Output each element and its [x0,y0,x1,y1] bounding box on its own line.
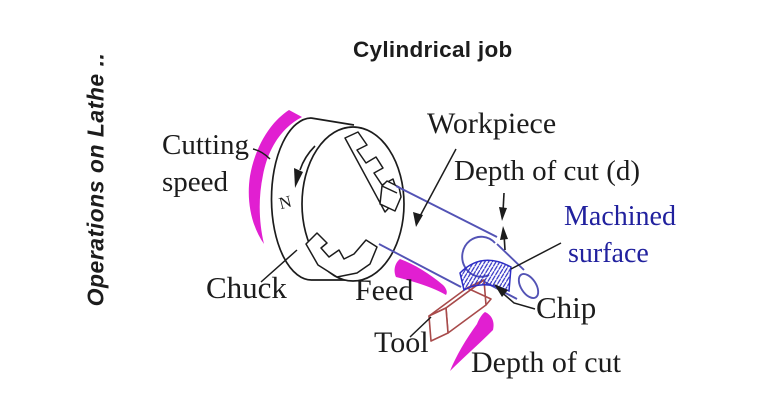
feed-arrow [394,259,447,295]
cutting-speed-arrow [248,110,302,244]
label-chuck: Chuck [206,270,287,305]
label-depth-of-cut-d: Depth of cut (d) [454,155,641,187]
chip-hatch [459,259,512,293]
machined-line2: surface [568,238,649,269]
operations-on-lathe-label: Operations on Lathe .. [82,52,109,307]
machined-line1: Machined [564,201,676,232]
spindle-speed-label: N [277,192,294,213]
chuck-leader [260,249,298,283]
chuck-jaws [305,131,402,278]
chuck-jaw-bottom [305,232,378,278]
cutting-speed-line2: speed [162,166,229,198]
machined-cylinder-end [517,273,540,299]
label-feed: Feed [355,274,414,307]
tool-bit [428,279,492,342]
label-tool: Tool [374,326,429,359]
chuck-jaw-right [379,180,402,212]
machined-surface-leader [510,242,562,270]
depth-dimension-arrows [499,192,508,251]
workpiece-pointer-arrowhead [413,212,423,227]
label-machined-surface: Machined surface [564,198,676,272]
depth-of-cut-arrow [450,312,494,371]
label-depth-of-cut: Depth of cut [471,346,621,379]
cutting-speed-leader [252,148,271,160]
label-workpiece: Workpiece [427,107,557,140]
leader-lines [252,148,562,338]
page-title: Cylindrical job [353,37,513,62]
chip-pointer-arrowhead [494,284,508,297]
label-cutting-speed: Cutting speed [162,127,249,201]
machined-cylinder [496,243,525,271]
rotation-direction-arrow [294,145,316,188]
workpiece-leader [418,148,457,219]
label-chip: Chip [536,290,597,325]
cutting-speed-line1: Cutting [162,129,250,161]
tool-leader [409,316,432,338]
